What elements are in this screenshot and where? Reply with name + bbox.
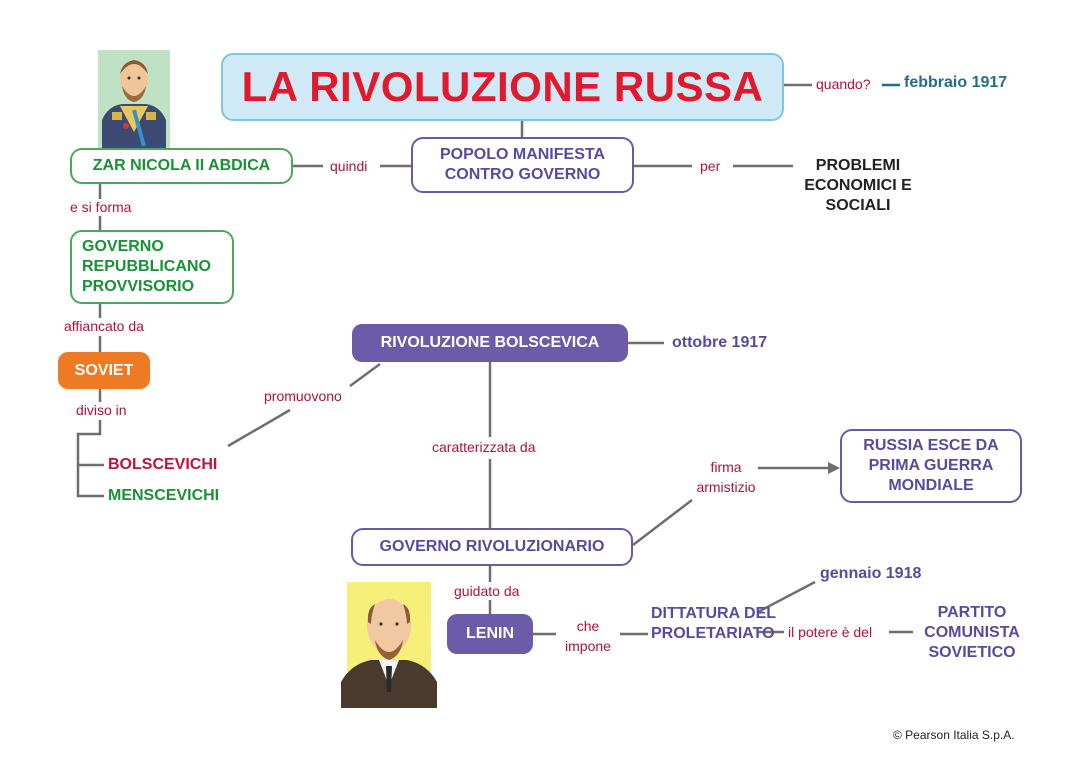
dictatorship-text: DITTATURA DEL PROLETARIATO	[651, 604, 791, 644]
armistice-label: firma armistizio	[686, 457, 766, 497]
power-label: il potere è del	[788, 624, 872, 640]
date-february: febbraio 1917	[904, 74, 1007, 92]
copyright-text: © Pearson Italia S.p.A.	[893, 728, 1015, 742]
soviet-node: SOVIET	[58, 352, 150, 389]
promote-label: promuovono	[264, 388, 342, 404]
date-january: gennaio 1918	[820, 565, 921, 583]
tsar-portrait	[98, 50, 170, 148]
then-label: quindi	[330, 158, 367, 174]
forms-label: e si forma	[70, 199, 131, 215]
page-title: LA RIVOLUZIONE RUSSA	[221, 53, 784, 121]
led-label: guidato da	[454, 583, 519, 599]
date-october: ottobre 1917	[672, 334, 767, 352]
for-label: per	[700, 158, 720, 174]
lenin-portrait	[341, 582, 437, 708]
people-protest-node: POPOLO MANIFESTA CONTRO GOVERNO	[411, 137, 634, 193]
mensheviks-text: MENSCEVICHI	[108, 487, 219, 505]
problems-text: PROBLEMI ECONOMICI E SOCIALI	[796, 156, 920, 216]
bolsheviks-text: BOLSCEVICHI	[108, 456, 217, 474]
when-label: quando?	[816, 76, 871, 92]
bolshevik-revolution-node: RIVOLUZIONE BOLSCEVICA	[352, 324, 628, 362]
tsar-abdicates-node: ZAR NICOLA II ABDICA	[70, 148, 293, 184]
lenin-node: LENIN	[447, 614, 533, 654]
divided-label: diviso in	[76, 402, 127, 418]
revolutionary-government-node: GOVERNO RIVOLUZIONARIO	[351, 528, 633, 566]
characterized-label: caratterizzata da	[432, 439, 536, 455]
provisional-government-node: GOVERNO REPUBBLICANO PROVVISORIO	[70, 230, 234, 304]
flanked-label: affiancato da	[64, 318, 144, 334]
russia-exits-node: RUSSIA ESCE DA PRIMA GUERRA MONDIALE	[840, 429, 1022, 503]
party-text: PARTITO COMUNISTA SOVIETICO	[912, 603, 1032, 663]
imposes-label: che impone	[555, 616, 621, 656]
